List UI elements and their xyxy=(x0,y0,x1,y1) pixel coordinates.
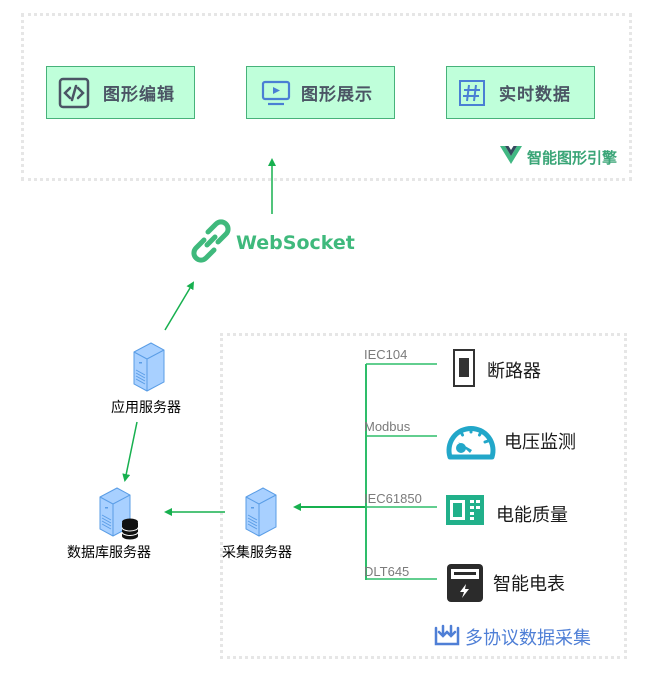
db-server-label: 数据库服务器 xyxy=(67,545,151,561)
protocol-label: IEC61850 xyxy=(364,491,422,506)
acquisition-title: 多协议数据采集 xyxy=(433,622,591,652)
collector-server-label: 采集服务器 xyxy=(222,545,292,561)
feature-graphic-display[interactable]: 图形展示 xyxy=(246,66,395,119)
acquisition-title-text: 多协议数据采集 xyxy=(465,628,591,649)
power-quality-icon xyxy=(446,495,484,525)
websocket-label: WebSocket xyxy=(236,232,355,254)
device-smart-meter[interactable] xyxy=(447,564,483,606)
server-icon xyxy=(245,487,277,537)
collector-server[interactable] xyxy=(245,487,277,541)
hash-icon xyxy=(455,76,489,110)
feature-label: 图形展示 xyxy=(301,85,373,105)
feature-graphic-edit[interactable]: 图形编辑 xyxy=(46,66,195,119)
protocol-label: IEC104 xyxy=(364,347,408,362)
smart-meter-icon xyxy=(447,564,483,602)
monitor-play-icon xyxy=(259,76,293,110)
breaker-icon xyxy=(453,349,475,387)
feature-label: 图形编辑 xyxy=(103,85,175,105)
device-label: 电能质量 xyxy=(496,505,568,526)
engine-group xyxy=(21,13,632,181)
database-icon xyxy=(121,518,139,544)
device-voltage[interactable] xyxy=(444,420,498,464)
server-icon xyxy=(133,342,165,392)
link-icon xyxy=(188,218,234,268)
code-icon xyxy=(57,76,91,110)
device-label: 电压监测 xyxy=(504,432,576,453)
arrow-app-to-db xyxy=(122,421,138,482)
websocket-link: WebSocket xyxy=(188,218,355,268)
arrow-app-to-websocket xyxy=(164,281,195,331)
feature-realtime-data[interactable]: 实时数据 xyxy=(446,66,595,119)
protocol-label: Modbus xyxy=(364,419,411,434)
engine-title-text: 智能图形引擎 xyxy=(527,148,618,167)
device-power-quality[interactable] xyxy=(446,495,484,529)
feature-label: 实时数据 xyxy=(499,85,571,105)
device-label: 智能电表 xyxy=(493,574,565,595)
download-icon xyxy=(433,622,461,652)
app-server[interactable] xyxy=(133,342,165,396)
gauge-icon xyxy=(446,425,496,460)
device-breaker[interactable] xyxy=(453,349,475,391)
app-server-label: 应用服务器 xyxy=(111,400,181,416)
device-label: 断路器 xyxy=(487,361,541,382)
engine-title: 智能图形引擎 xyxy=(500,145,617,169)
acquisition-group xyxy=(220,333,627,659)
protocol-label: DLT645 xyxy=(364,564,410,579)
vue-logo-icon xyxy=(500,145,522,169)
